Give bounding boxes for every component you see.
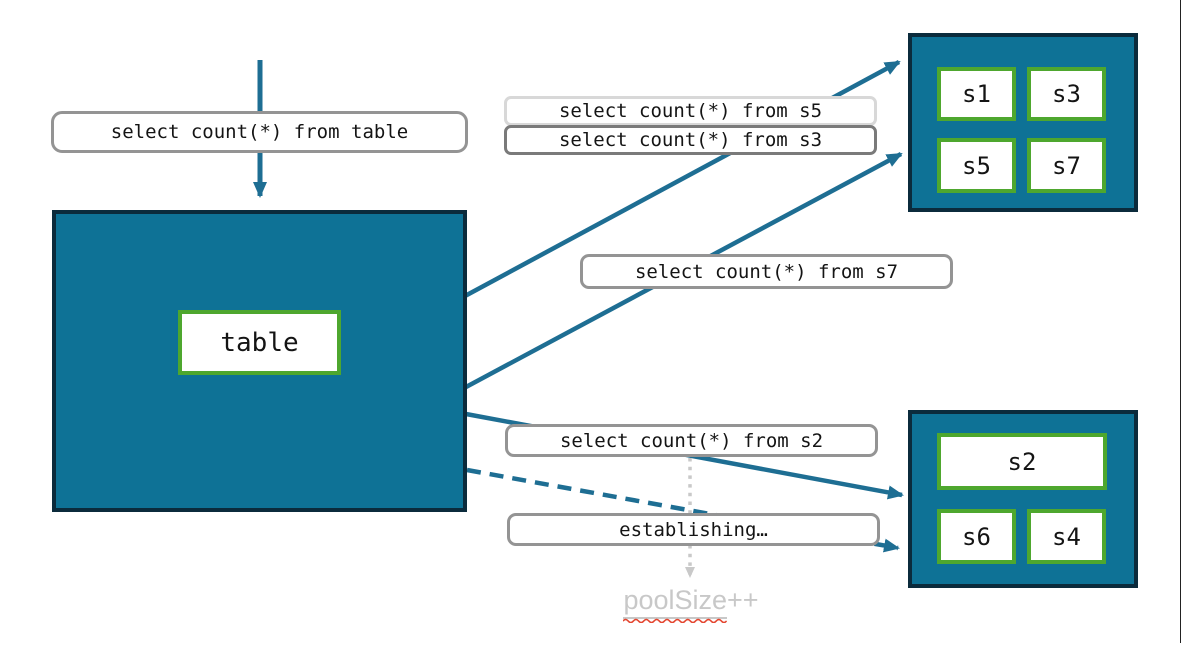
table-node-label: table xyxy=(220,327,299,358)
spellcheck-squiggle-icon xyxy=(623,618,728,623)
connection-s2: s2 xyxy=(937,433,1107,490)
query-label-table: select count(*) from table xyxy=(51,111,468,153)
connection-s1: s1 xyxy=(937,67,1016,121)
query-label-s3: select count(*) from s3 xyxy=(504,125,877,155)
connection-s4-label: s4 xyxy=(1052,522,1081,551)
connection-pool-bottom: s2 s6 s4 xyxy=(908,410,1138,588)
connection-s2-label: s2 xyxy=(1007,447,1037,476)
connection-pool-top: s1 s3 s5 s7 xyxy=(908,33,1138,212)
connection-s7: s7 xyxy=(1027,138,1106,193)
poolsize-word-text: poolSize xyxy=(623,585,728,615)
table-pool-box: table xyxy=(52,210,467,512)
query-label-table-text: select count(*) from table xyxy=(110,121,409,143)
connection-s1-label: s1 xyxy=(962,80,991,108)
query-label-s7: select count(*) from s7 xyxy=(580,254,953,289)
table-node: table xyxy=(178,310,341,375)
query-label-s5: select count(*) from s5 xyxy=(504,96,877,126)
connection-s6-label: s6 xyxy=(962,522,991,551)
poolsize-suffix-text: ++ xyxy=(727,585,759,615)
connection-s5: s5 xyxy=(937,138,1016,193)
poolsize-annotation: poolSize ++ xyxy=(560,585,822,623)
connection-s5-label: s5 xyxy=(962,151,991,180)
query-label-s5-text: select count(*) from s5 xyxy=(558,100,823,122)
poolsize-word: poolSize xyxy=(623,585,728,623)
query-label-s7-text: select count(*) from s7 xyxy=(634,260,899,283)
arrow-establishing-dashed xyxy=(466,467,900,553)
connection-s3-label: s3 xyxy=(1052,80,1081,108)
connection-s7-label: s7 xyxy=(1052,151,1081,180)
query-label-s2-text: select count(*) from s2 xyxy=(559,429,824,452)
query-label-s2: select count(*) from s2 xyxy=(505,424,878,457)
establishing-label-text: establishing… xyxy=(619,518,768,541)
connection-s3: s3 xyxy=(1027,67,1106,121)
connection-s6: s6 xyxy=(937,509,1016,564)
connection-s4: s4 xyxy=(1027,509,1106,564)
establishing-label: establishing… xyxy=(507,513,880,546)
query-label-s3-text: select count(*) from s3 xyxy=(558,129,823,151)
